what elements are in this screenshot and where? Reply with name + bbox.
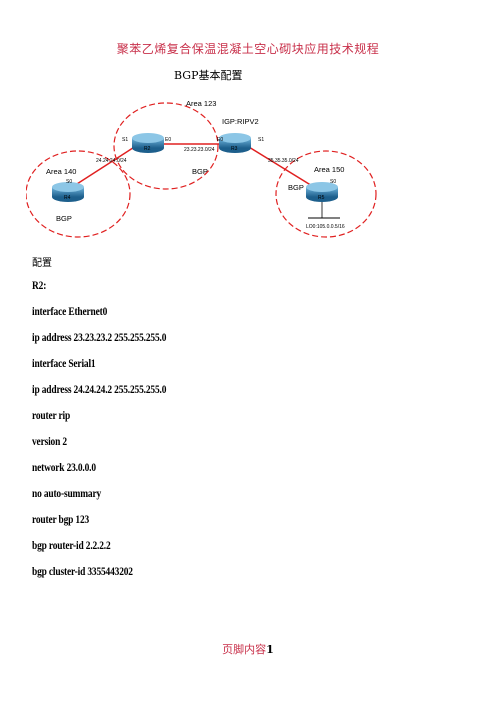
iface-s1-r2: S1 <box>122 137 128 143</box>
network-diagram: BGP基本配置 R2 R3 R4 <box>26 64 386 242</box>
link-r3-r5 <box>243 143 323 193</box>
area-140-boundary <box>26 150 131 238</box>
area-123-boundary <box>113 102 219 190</box>
iface-e0-r2: E0 <box>165 137 171 143</box>
iface-e0-r3: E0 <box>217 137 223 143</box>
footer-text: 页脚内容 <box>222 643 267 656</box>
section-label: 配置 <box>32 258 52 269</box>
iface-s0-r4: S0 <box>66 179 72 185</box>
svg-text:R5: R5 <box>318 195 325 201</box>
config-line: router rip <box>32 410 71 422</box>
svg-text:R4: R4 <box>64 195 71 201</box>
loopback-label: LO0:105.0.0.5/16 <box>306 224 345 230</box>
router-r3: R3 <box>219 133 251 153</box>
svg-text:R2: R2 <box>144 146 151 152</box>
bgp-left-label: BGP <box>56 214 72 223</box>
area-140-label: Area 140 <box>46 167 76 176</box>
igp-label: IGP:RIPV2 <box>222 117 259 126</box>
net-left-label: 24.24.24.0/24 <box>96 158 127 164</box>
config-line: bgp router-id 2.2.2.2 <box>32 540 111 552</box>
svg-text:R3: R3 <box>231 146 238 152</box>
router-r2: R2 <box>132 133 164 153</box>
net-right-label: 35.35.35.0/24 <box>268 158 299 164</box>
config-line: ip address 23.23.23.2 255.255.255.0 <box>32 332 167 344</box>
diagram-title: BGP基本配置 <box>174 68 242 82</box>
router-r5: R5 <box>306 182 338 202</box>
iface-s0-r5: S0 <box>330 179 336 185</box>
config-line: interface Serial1 <box>32 358 96 370</box>
area-123-label: Area 123 <box>186 99 216 108</box>
area-150-label: Area 150 <box>314 165 344 174</box>
config-line: R2: <box>32 280 47 292</box>
config-line: ip address 24.24.24.2 255.255.255.0 <box>32 384 167 396</box>
config-line: interface Ethernet0 <box>32 306 108 318</box>
config-line: version 2 <box>32 436 67 448</box>
iface-s1-r3: S1 <box>258 137 264 143</box>
config-lines: R2: interface Ethernet0 ip address 23.23… <box>32 280 196 592</box>
config-line: bgp cluster-id 3355443202 <box>32 566 133 578</box>
area-150-boundary <box>275 150 377 238</box>
page-header: 聚苯乙烯复合保温混凝土空心砌块应用技术规程 <box>116 42 380 56</box>
config-line: router bgp 123 <box>32 514 90 526</box>
net-center-label: 23.23.23.0/24 <box>184 147 215 153</box>
bgp-center-label: BGP <box>192 167 208 176</box>
page-footer: 页脚内容1 <box>0 641 496 657</box>
page-number: 1 <box>266 643 274 656</box>
config-line: network 23.0.0.0 <box>32 462 96 474</box>
bgp-right-label: BGP <box>288 183 304 192</box>
config-line: no auto-summary <box>32 488 102 500</box>
router-r4: R4 <box>52 182 84 202</box>
